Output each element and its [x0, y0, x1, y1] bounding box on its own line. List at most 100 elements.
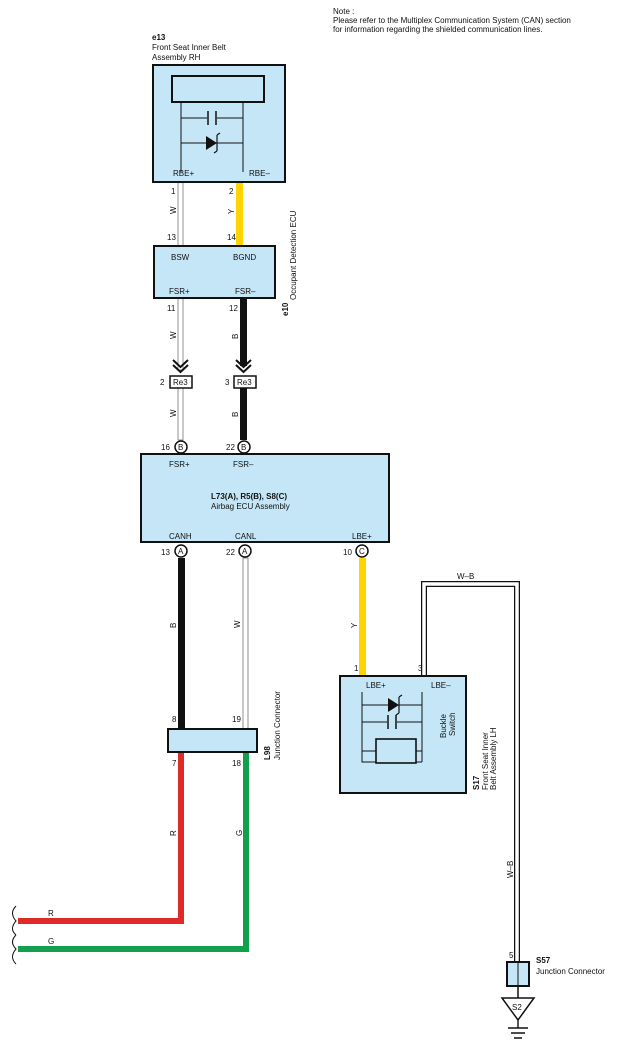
note-line-1: Please refer to the Multiplex Communicat…: [333, 16, 571, 25]
airbag-pin-lbe: 10: [343, 548, 352, 557]
wire-wb-inner: [422, 582, 519, 962]
ground-code: S2: [512, 1003, 522, 1012]
ground-triangle-icon: [500, 997, 536, 1022]
airbag-ecu-code: L73(A), R5(B), S8(C): [211, 492, 287, 501]
wire-label-canl: W: [233, 620, 242, 628]
s17-name-line2: Belt Assembly LH: [489, 727, 498, 790]
wire-label-canh: B: [169, 623, 178, 628]
l98-pin-br: 18: [232, 759, 241, 768]
component-e10: 13 14 BSW BGND FSR+ FSR– 11 12 e10 Occup…: [153, 210, 298, 316]
wire-label-re3-2: W: [169, 409, 178, 417]
e13-capacitor-icon: [207, 111, 217, 125]
wire-label-e13-2: Y: [227, 208, 236, 214]
airbag-pin-canh: 13: [161, 548, 170, 557]
l98-name: Junction Connector: [273, 691, 282, 760]
airbag-pin-tl: 16: [161, 443, 170, 452]
wire-canh-black: [178, 558, 185, 730]
component-e13: e13 Front Seat Inner Belt Assembly RH RB…: [152, 33, 286, 196]
l98-box: [167, 728, 258, 753]
airbag-term-lbe: LBE+: [352, 532, 372, 541]
e10-pin-tl: 13: [167, 233, 176, 242]
wire-label-green: G: [235, 830, 244, 836]
wire-label-red-out: R: [48, 909, 54, 918]
re3-right-code: Re3: [237, 378, 252, 387]
airbag-ecu-name: Airbag ECU Assembly: [211, 502, 290, 511]
airbag-pin-canl: 22: [226, 548, 235, 557]
e13-internal-lines: [180, 102, 244, 172]
e13-zener-bar: [213, 132, 221, 154]
re3-right-chevron-icon: [235, 359, 252, 374]
ground-s2: S2: [500, 997, 536, 1039]
e13-capacitor-gap: [207, 112, 217, 124]
s57-pin: 5: [509, 951, 514, 960]
re3-right-box: [233, 375, 257, 389]
airbag-conn-canh: [174, 544, 188, 558]
wire-label-red: R: [169, 830, 178, 836]
s17-pin-left: 1: [354, 664, 359, 673]
note: Note : Please refer to the Multiplex Com…: [333, 7, 571, 34]
airbag-conn-canh-letter: A: [178, 547, 184, 556]
wire-canl-white: [242, 557, 249, 731]
e10-term-tr: BGND: [233, 253, 256, 262]
e13-resistor: [171, 75, 265, 103]
component-l98: 8 19 7 18 L98 Junction Connector: [167, 691, 282, 768]
wires: [18, 181, 520, 962]
l98-pin-bl: 7: [172, 759, 177, 768]
break-symbol-red: [12, 905, 17, 936]
airbag-conn-lbe: [355, 544, 369, 558]
e10-term-tl: BSW: [171, 253, 190, 262]
e10-code: e10: [281, 302, 290, 316]
airbag-term-canh: CANH: [169, 532, 192, 541]
break-symbol-green: [12, 934, 17, 965]
s17-diode-icon: [388, 698, 399, 712]
note-title: Note :: [333, 7, 354, 16]
wire-label-wb-top: W–B: [457, 572, 474, 581]
s57-code: S57: [536, 956, 551, 965]
e10-pin-br: 12: [229, 304, 238, 313]
airbag-conn-canl-letter: A: [242, 547, 248, 556]
component-airbag-ecu: 16 B 22 B FSR+ FSR– L73(A), R5(B), S8(C)…: [140, 440, 390, 558]
s17-buckle-switch-body: [375, 738, 417, 764]
s17-zener-bar: [395, 694, 403, 716]
wire-label-re3-3: B: [231, 412, 240, 417]
e10-name: Occupant Detection ECU: [289, 210, 298, 300]
ground-icon: [508, 1020, 528, 1039]
wire-e10-11-white: [177, 297, 184, 371]
s57-name: Junction Connector: [536, 967, 605, 976]
airbag-term-fsr-plus: FSR+: [169, 460, 190, 469]
wire-break-symbols: [12, 905, 17, 965]
wire-labels: W Y W B W B B W Y W–B W–B R G R G: [48, 206, 515, 946]
wire-e10-12-black: [240, 298, 247, 366]
airbag-conn-canl: [238, 544, 252, 558]
re3-left-chevron-icon: [172, 359, 189, 374]
l98-pin-tr: 19: [232, 715, 241, 724]
wire-label-e13-1: W: [169, 206, 178, 214]
wire-label-lbe: Y: [350, 622, 359, 628]
e10-term-bl: FSR+: [169, 287, 190, 296]
wire-label-e10-11: W: [169, 331, 178, 339]
e13-code: e13: [152, 33, 166, 42]
s17-box: [339, 675, 467, 794]
e13-term-right: RBE–: [249, 169, 270, 178]
e13-name-line1: Front Seat Inner Belt: [152, 43, 227, 52]
s17-capacitor-gap: [387, 716, 397, 728]
s17-name-line1: Front Seat Inner: [481, 732, 490, 790]
e13-diode-icon: [206, 136, 217, 150]
e10-box: [153, 245, 276, 299]
wire-green: [18, 752, 249, 952]
re3-pin-left: 2: [160, 378, 165, 387]
wire-e13-2-yellow: [236, 182, 243, 250]
component-s57: 5 S57 Junction Connector: [506, 951, 605, 998]
connector-re3: Re3 2 Re3 3: [160, 359, 257, 389]
airbag-term-fsr-minus: FSR–: [233, 460, 254, 469]
component-s17: 1 3 LBE+ LBE– Buckle Switch S17 Front Se…: [339, 664, 498, 794]
re3-left-code: Re3: [173, 378, 188, 387]
s17-term-left: LBE+: [366, 681, 386, 690]
e13-term-left: RBE+: [173, 169, 194, 178]
wire-label-wb-side: W–B: [506, 861, 515, 878]
e10-term-br: FSR–: [235, 287, 256, 296]
s17-switch-label-1: Buckle: [439, 713, 448, 738]
wire-re3-3-black: [240, 388, 247, 440]
e10-pin-tr: 14: [227, 233, 236, 242]
s17-code: S17: [472, 775, 481, 790]
